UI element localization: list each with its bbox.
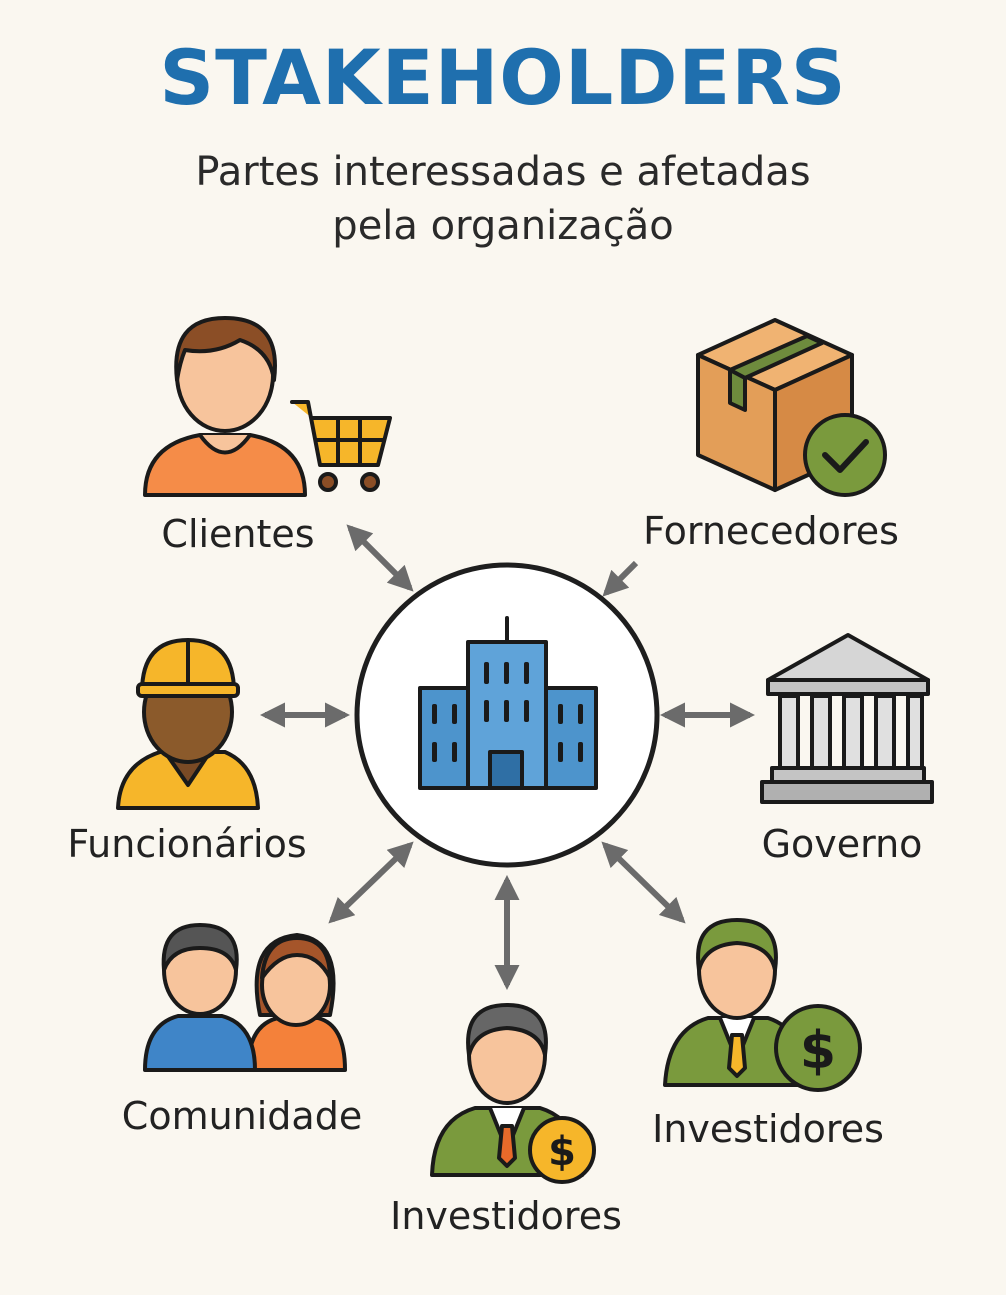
stakeholder-label-fornecedores: Fornecedores [643, 509, 899, 553]
svg-text:$: $ [800, 1021, 836, 1081]
arrow-fornecedores [602, 560, 639, 597]
arrow-clientes [346, 524, 414, 592]
stakeholder-label-funcionarios: Funcionários [67, 822, 307, 866]
connector-arrows [259, 524, 756, 991]
stakeholder-label-investidores-right: Investidores [652, 1107, 884, 1151]
svg-text:$: $ [548, 1129, 576, 1175]
investor-dollar-icon: $ [430, 1003, 596, 1184]
government-building-icon [760, 633, 934, 804]
office-building-icon [418, 616, 598, 790]
stakeholder-label-clientes: Clientes [161, 512, 315, 556]
stakeholder-label-investidores-bottom: Investidores [390, 1194, 622, 1238]
investor-dollar-icon: $ [663, 918, 862, 1092]
arrow-comunidade [328, 841, 414, 924]
stakeholder-label-comunidade: Comunidade [121, 1094, 363, 1138]
arrow-investidores-right [601, 841, 686, 924]
subtitle-line-2: pela organização [332, 203, 674, 249]
community-people-icon [143, 923, 347, 1072]
subtitle-line-1: Partes interessadas e afetadas [195, 149, 811, 195]
center-organization [354, 562, 660, 868]
package-box-check-icon [696, 318, 887, 497]
customer-with-cart-icon [143, 316, 392, 497]
worker-hard-hat-icon [116, 638, 260, 810]
stakeholder-label-governo: Governo [761, 822, 923, 866]
page-title: STAKEHOLDERS [159, 33, 847, 122]
page-subtitle: Partes interessadas e afetadas pela orga… [0, 145, 1006, 253]
